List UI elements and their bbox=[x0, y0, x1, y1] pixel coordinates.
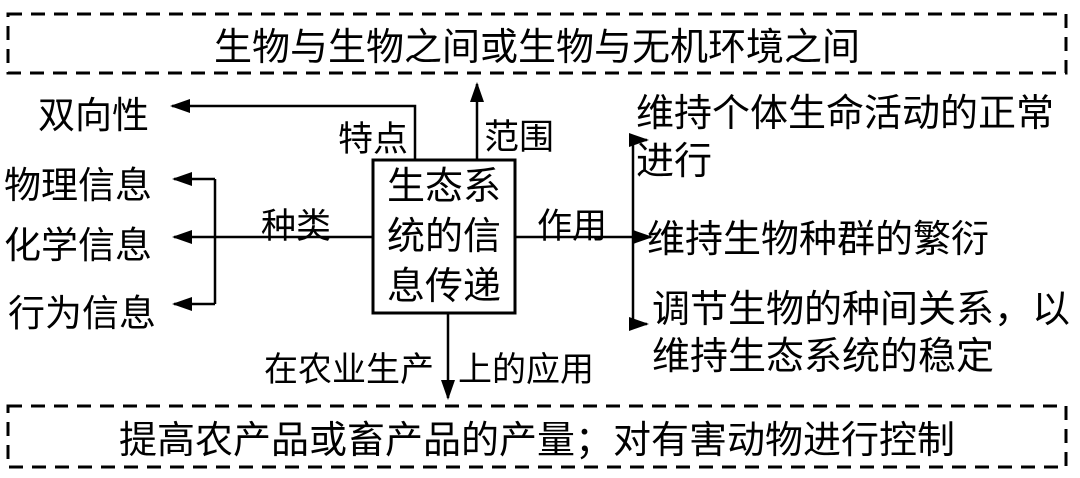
function-item-individual: 维持个体生命活动的正常 进行 bbox=[636, 93, 1055, 183]
type-item-chemical: 化学信息 bbox=[4, 226, 152, 267]
scope-label: 范围 bbox=[484, 118, 555, 157]
feature-arrow bbox=[170, 99, 417, 160]
application-label-left: 在农业生产 bbox=[264, 352, 434, 389]
function-item-interspecies: 调节生物的种间关系，以 维持生态系统的稳定 bbox=[652, 289, 1071, 378]
type-item-physical: 物理信息 bbox=[4, 166, 152, 207]
scope-target-text: 生物与生物之间或生物与无机环境之间 bbox=[213, 27, 860, 69]
types-label: 种类 bbox=[261, 207, 332, 246]
scope-target-box bbox=[6, 12, 1068, 75]
application-target-text: 提高农产品或畜产品的产量；对有害动物进行控制 bbox=[118, 420, 955, 462]
center-node-title: 生态系 统的信 息传递 bbox=[386, 165, 501, 308]
application-label-right: 上的应用 bbox=[458, 352, 594, 389]
function-item-population: 维持生物种群的繁衍 bbox=[647, 219, 990, 261]
feature-item-bidirectional: 双向性 bbox=[38, 96, 149, 137]
type-item-behavior: 行为信息 bbox=[8, 294, 156, 335]
feature-label: 特点 bbox=[338, 120, 409, 159]
application-target-box bbox=[6, 404, 1068, 469]
function-label: 作用 bbox=[537, 207, 608, 246]
